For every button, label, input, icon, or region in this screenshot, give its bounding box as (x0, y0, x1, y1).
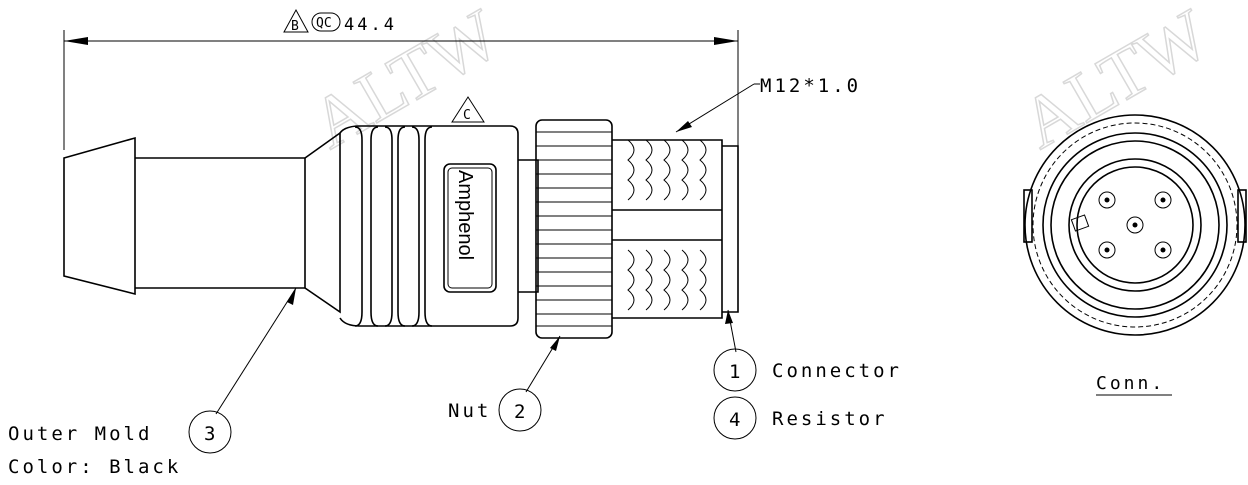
thread-callout-text: M12*1.0 (760, 75, 861, 97)
balloon-1-label: Connector (772, 360, 902, 382)
balloon-3-note: Color: Black (8, 456, 181, 478)
revision-triangle-b (283, 8, 309, 33)
thread-callout: M12*1.0 (675, 75, 861, 133)
balloon-4-resistor: 4 Resistor (713, 396, 888, 440)
connector-end-view (1023, 114, 1247, 336)
connector-side-view: Amphenol (63, 119, 739, 339)
amphenol-logo: Amphenol (454, 170, 476, 260)
dimension-value: 44.4 (344, 15, 397, 35)
amphenol-logo-plate (443, 163, 497, 293)
balloon-2-nut: 2 Nut (448, 335, 561, 432)
end-view-label: Conn. (1096, 373, 1165, 394)
revision-b-label: B (291, 19, 299, 34)
revision-c-label: C (463, 108, 471, 123)
balloon-4-number: 4 (729, 409, 740, 431)
qc-mark (311, 12, 341, 32)
revision-c-mark: C (451, 96, 485, 123)
contact-pins (1098, 191, 1172, 259)
balloon-1-number: 1 (729, 361, 740, 383)
knurled-nut (535, 119, 613, 339)
qc-mark-label: QC (316, 16, 332, 31)
balloon-3-number: 3 (204, 423, 215, 445)
balloon-3-label: Outer Mold (8, 423, 152, 445)
balloon-1-connector: 1 Connector (713, 309, 902, 392)
balloon-2-label: Nut (448, 400, 491, 422)
overall-dimension: B QC 44.4 (63, 8, 739, 150)
balloon-2-number: 2 (514, 401, 525, 423)
balloon-4-label: Resistor (772, 408, 888, 430)
balloon-3-outer-mold: 3 Outer Mold Color: Black (8, 287, 297, 478)
